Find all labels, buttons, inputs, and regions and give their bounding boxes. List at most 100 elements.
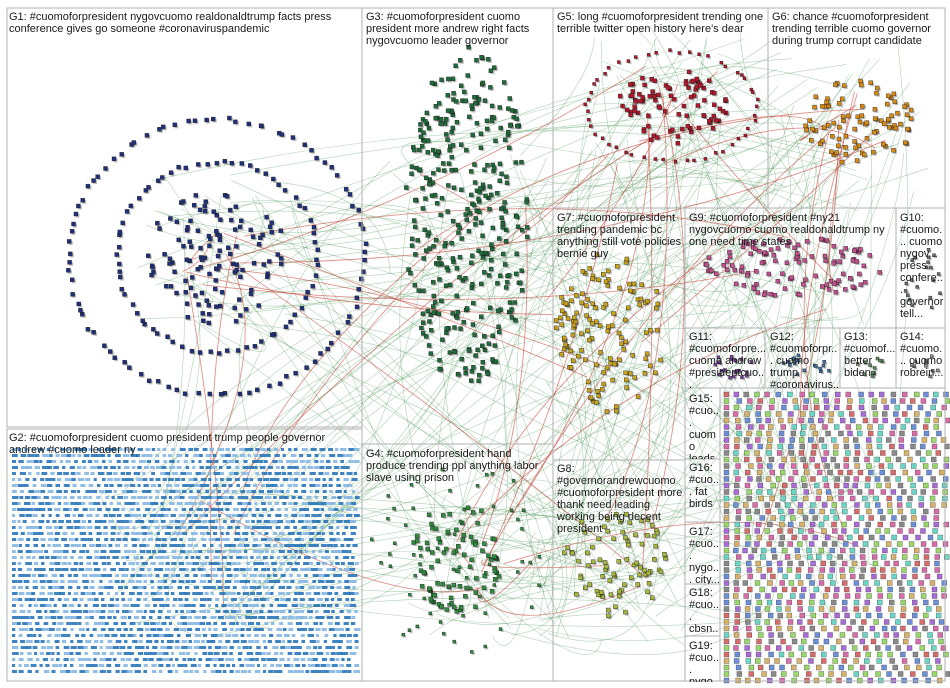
node [84,670,90,673]
node [261,472,268,475]
node [108,460,113,463]
node [261,262,267,267]
node [574,310,579,316]
node [149,478,154,481]
node [256,646,261,649]
node [43,670,50,673]
node [586,379,591,385]
node [55,610,60,613]
edge [270,283,649,643]
node [329,658,335,661]
node [450,311,455,316]
node [287,472,293,475]
node [301,544,307,547]
node [187,616,193,619]
node [75,634,80,637]
node [338,514,345,517]
node [177,664,184,667]
node [265,592,272,595]
node [168,496,173,499]
node [20,532,25,535]
node [155,574,160,577]
node [356,287,361,292]
node [27,652,32,655]
edge [146,213,450,246]
node [39,508,46,511]
node [429,328,434,333]
node [237,658,242,661]
node [273,544,278,547]
node [107,616,112,619]
node [240,640,247,643]
node [512,300,517,305]
node [392,506,396,511]
node [62,532,68,535]
node [529,605,534,609]
node [23,580,30,583]
node [154,640,159,643]
node [504,174,509,179]
node [308,586,316,589]
node [88,448,93,451]
node [449,129,454,135]
node [353,448,360,451]
node [360,226,366,231]
node [305,460,311,463]
edge [157,200,466,230]
edge [468,84,601,582]
node [99,646,103,649]
node [497,161,503,167]
node [149,610,156,613]
node [132,634,137,637]
node [267,640,272,643]
node [92,604,100,607]
node [80,592,86,595]
node [444,326,449,331]
node [388,564,393,568]
node [656,92,661,98]
node [59,460,64,463]
node [780,271,785,276]
node [242,604,249,607]
node [252,484,257,487]
node [802,258,807,263]
node [333,544,338,547]
node [52,544,59,547]
node [49,598,55,601]
node [146,550,152,553]
node [207,312,212,317]
node [150,580,154,583]
node [169,586,174,589]
node [26,634,33,637]
node [85,183,91,189]
node [93,598,99,601]
node [301,640,306,643]
node [229,628,234,631]
node [12,670,18,673]
node [120,220,125,226]
node [353,460,360,463]
node [161,526,167,529]
node [137,484,141,487]
node [180,610,184,613]
node [210,592,214,595]
node [246,652,254,655]
node [66,454,72,457]
node [108,514,116,517]
node [432,300,438,305]
node [336,652,343,655]
node [909,278,914,282]
node [70,292,75,297]
node [136,574,143,577]
node [654,530,660,536]
node [130,514,138,517]
node [188,640,192,643]
node [86,526,93,529]
node [189,508,194,511]
node [614,408,619,414]
node [505,280,510,285]
node [492,583,497,587]
node [731,374,736,379]
node [464,147,469,153]
